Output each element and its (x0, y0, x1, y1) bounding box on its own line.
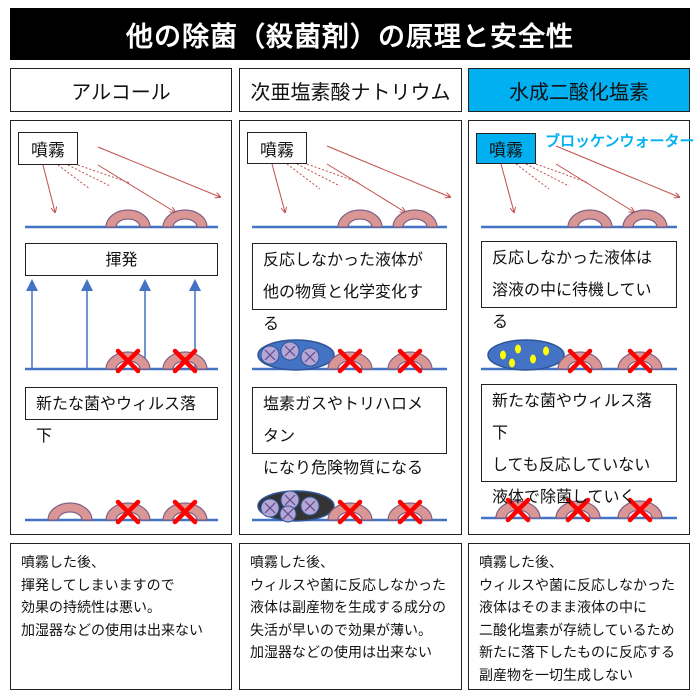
text-line: 反応しなかった液体は (492, 248, 653, 267)
spray-label: 噴霧 (247, 132, 307, 164)
panel-chlorine-dioxide (468, 120, 690, 535)
text-line: 他の物質と化学変化する (263, 282, 424, 333)
header-alcohol: アルコール (10, 68, 232, 112)
text-line: になり危険物質になる (263, 458, 424, 477)
page-title: 他の除菌（殺菌剤）の原理と安全性 (10, 8, 690, 60)
new-germs-box: 新たな菌やウィルス落下 (25, 387, 218, 445)
spray-label: 噴霧 (476, 133, 536, 164)
header-hypochlorite: 次亜塩素酸ナトリウム (239, 68, 462, 112)
continued-box: 新たな菌やウィルス落下 しても反応していない 液体で除菌していく (481, 384, 677, 506)
spray-label: 噴霧 (18, 132, 78, 165)
note-alcohol: 噴霧した後、 揮発してしまいますので 効果の持続性は悪い。 加湿器などの使用は出… (10, 543, 232, 690)
reaction-box: 反応しなかった液体が 他の物質と化学変化する (252, 243, 447, 333)
text-line: 新たな菌やウィルス落下 (492, 391, 653, 442)
evaporate-box: 揮発 (25, 243, 218, 276)
text-line: 塩素ガスやトリハロメタン (263, 394, 424, 445)
standby-box: 反応しなかった液体は 溶液の中に待機している (481, 241, 677, 331)
text-line: 溶液の中に待機している (492, 280, 652, 331)
header-chlorine-dioxide: 水成二酸化塩素 (468, 68, 690, 112)
hazard-box: 塩素ガスやトリハロメタン になり危険物質になる (252, 387, 447, 477)
panel-alcohol (10, 120, 232, 535)
brand-label: ブロッケンウォーター (545, 132, 695, 150)
text-line: 反応しなかった液体が (263, 250, 424, 269)
text-line: 液体で除菌していく (492, 487, 636, 506)
panel-hypochlorite (239, 120, 462, 535)
note-chlorine-dioxide: 噴霧した後、 ウィルスや菌に反応しなかった 液体はそのまま液体の中に 二酸化塩素… (468, 543, 690, 690)
note-hypochlorite: 噴霧した後、 ウィルスや菌に反応しなかった 液体は副産物を生成する成分の 失活が… (239, 543, 462, 690)
text-line: しても反応していない (492, 455, 651, 474)
